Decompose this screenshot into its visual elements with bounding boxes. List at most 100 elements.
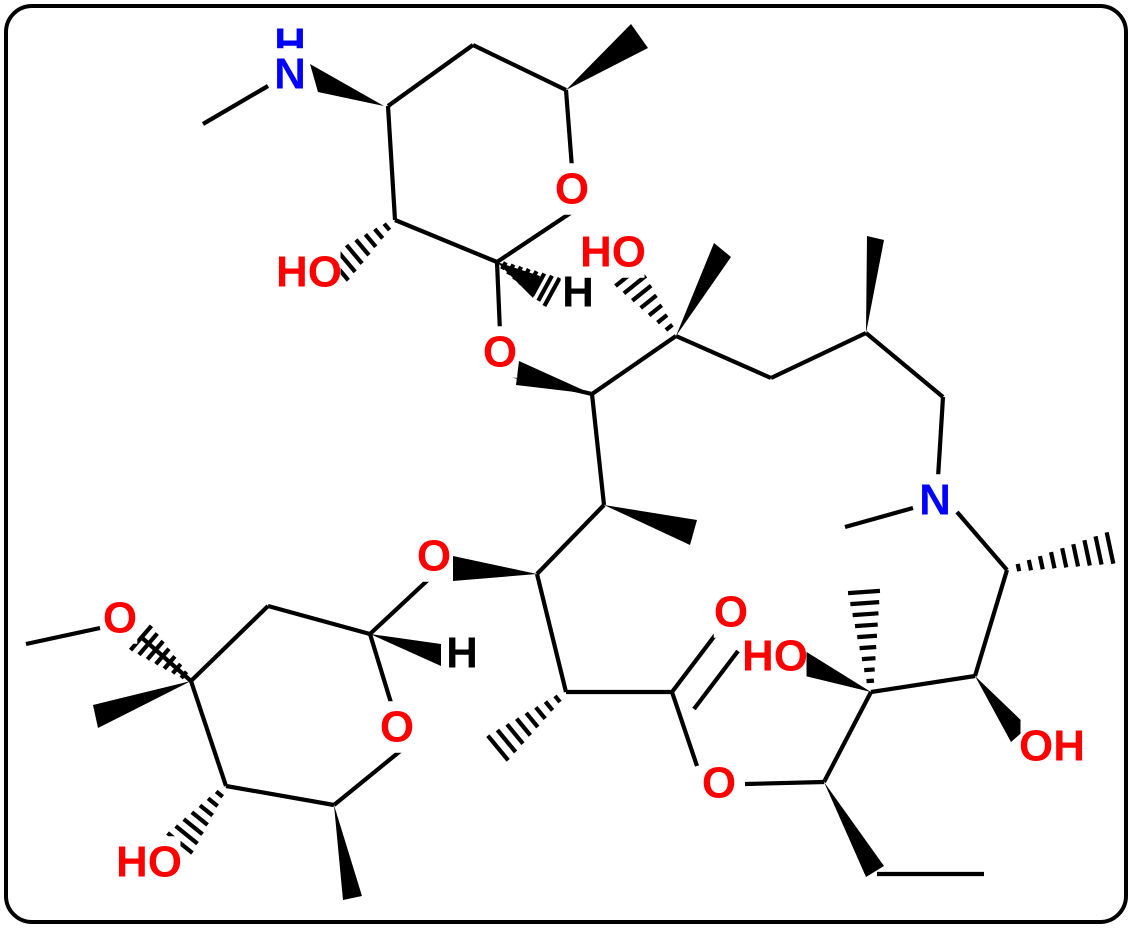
atom-label-carbonyl-O: O [714, 588, 748, 637]
hash-cladinose-C4-OH-tick-5 [182, 817, 204, 836]
hash-cladinose-C4-OH-tick-3 [198, 803, 214, 818]
bond-N-to-c9 [955, 510, 1009, 572]
wedge-cladinose-C3-methyl [93, 681, 191, 728]
carbonyl-C=O-line-2 [692, 649, 740, 711]
bond-cl-c2-c1 [267, 603, 371, 637]
atom-label-macrolide-C6-HO: HO [742, 632, 808, 681]
label-halo-carbonyl-O [713, 586, 749, 638]
hash-desosamine-C1-H-tick-7 [536, 274, 554, 302]
bond-OMeO-methyl [25, 625, 101, 647]
bond-m-c11-c12 [822, 691, 873, 783]
bond-layer [25, 43, 1010, 877]
hash-macro-C6-methyl-tick-3 [861, 656, 876, 662]
hash-macro-C6-methyl-tick-7 [852, 611, 879, 618]
hash-macro-C6-methyl-tick-9 [847, 588, 881, 596]
bond-m-c2b-c2 [534, 573, 569, 693]
wedge-cladinose-C5-methyl [334, 805, 362, 900]
diagram-frame [4, 4, 1128, 924]
label-halo-cladinose-anomeric-H [444, 627, 480, 679]
hash-cladinose-C3-OMe-tick-2 [171, 662, 183, 675]
hash-macro-C2b-methyl [486, 694, 562, 762]
hash-macro-C6-methyl-tick-6 [854, 622, 878, 629]
hash-macro-C6-methyl-tick-5 [857, 633, 878, 640]
bond-d-c2-c3 [385, 105, 398, 221]
bond-cl-ringO-c5 [332, 746, 406, 807]
hash-macro-C6-methyl-tick-2 [864, 667, 875, 673]
hash-macro-C11-HO-tick-6 [622, 274, 648, 295]
bond-m-c7a-N [935, 396, 946, 479]
bond-cl-c3-c2 [189, 604, 270, 683]
label-halo-cladinose-ring-O [379, 701, 415, 753]
hash-desosamine-C1-H-tick-4 [518, 268, 531, 286]
hash-cladinose-C3-OMe-tick-1 [179, 670, 189, 680]
wedge-macro-C2-methyl [604, 505, 697, 545]
hash-desosamine-C1-H-tick-5 [524, 270, 539, 292]
wedge-macro-C12-ethyl [824, 782, 884, 877]
bond-d-ringO-c1 [495, 210, 574, 264]
hash-macro-C9-methyl-tick-4 [1048, 551, 1057, 569]
bond-nme-to-N [201, 84, 270, 126]
label-halo-n-desosamine-N [272, 48, 308, 100]
label-halo-glycosidic-O-cladinose [416, 530, 452, 582]
hash-macro-C6-methyl-tick-1 [866, 678, 875, 684]
hash-macro-C9-methyl-tick-6 [1071, 543, 1081, 567]
bond-m-c4-c5a [675, 334, 772, 380]
hash-macro-C9-methyl-tick-8 [1093, 535, 1104, 566]
atom-label-macrolide-C11-HO: HO [580, 228, 646, 277]
hash-macro-C9-methyl-tick-1 [1015, 563, 1022, 572]
wedge-desosamine-C6-methyl [566, 24, 648, 90]
atom-label-desosamine-2-OH: HO [276, 248, 342, 297]
hash-cladinose-C3-OMe-tick-7 [128, 624, 154, 652]
wedge-N-to-desosamine-C3 [310, 64, 384, 106]
bond-cl-glycO-c1 [368, 576, 432, 636]
bond-N-methyl [844, 505, 914, 530]
double-bond-layer [670, 632, 740, 711]
bond-m-c3-c4 [590, 334, 678, 396]
hash-macro-C11-HO-tick-5 [630, 283, 653, 303]
hash-macro-C6-methyl-tick-4 [859, 644, 877, 651]
hash-macro-C9-methyl-tick-9 [1104, 531, 1116, 565]
hash-macro-C2b-methyl-tick-1 [553, 694, 562, 704]
hash-macro-C9-methyl-tick-2 [1026, 559, 1034, 571]
hash-macro-C11-HO-tick-1 [664, 323, 674, 332]
label-halo-cladinose-OMe-O [102, 592, 138, 644]
hash-macro-C2b-methyl-tick-8 [486, 734, 510, 762]
hash-desosamine-C1-H-tick-6 [530, 272, 547, 297]
hash-macro-C2b-methyl-tick-2 [543, 700, 555, 712]
hash-desosamine-C1-H-tick-8 [542, 276, 562, 308]
atom-label-macrolide-ring-N: N [919, 476, 951, 525]
bond-m-c3-c2 [589, 393, 607, 506]
bond-d-c4-c5 [386, 43, 475, 108]
label-halo-cladinose-4-HO [117, 836, 181, 888]
carbonyl-C=O-line-1 [670, 632, 718, 694]
wedge-macro-C10-OH [975, 676, 1028, 742]
label-halo-macrolide-C11-HO [581, 226, 645, 278]
hash-cladinose-C3-OMe-tick-6 [137, 632, 159, 657]
bond-cl-c4-c3 [189, 680, 228, 787]
hash-macro-C2b-methyl-tick-6 [505, 722, 525, 746]
wedge-macro-C6-HO [801, 651, 871, 692]
bond-m-c6a-c7a [864, 331, 945, 399]
bond-d-c1-c2 [394, 218, 498, 264]
hash-desosamine-C2-OH-tick-5 [344, 243, 364, 265]
label-halo-glycosidic-O-desosamine [482, 326, 518, 378]
hash-macro-C9-methyl-tick-7 [1082, 539, 1092, 566]
wedge-cladinose-C1-H [370, 634, 441, 666]
hash-macro-C9-methyl [1015, 531, 1116, 572]
label-halo-desosamine-2-OH [277, 246, 341, 298]
bond-d-c1-glycO [494, 261, 503, 333]
label-halo-macrolide-C5-OH [1020, 720, 1084, 772]
hash-cladinose-C3-OMe-tick-3 [162, 655, 177, 671]
hash-macro-C9-methyl-tick-5 [1060, 547, 1069, 568]
bond-d-c6-ringO [563, 89, 575, 169]
bond-m-c2top-c2mid [535, 503, 606, 576]
hash-desosamine-C1-H-tick-2 [506, 263, 516, 276]
bond-d-c5-c6 [472, 43, 567, 92]
hash-cladinose-C4-OH-tick-6 [174, 824, 199, 846]
hash-macro-C11-HO-tick-3 [647, 303, 664, 317]
hash-macro-C2b-methyl-tick-4 [524, 711, 540, 729]
